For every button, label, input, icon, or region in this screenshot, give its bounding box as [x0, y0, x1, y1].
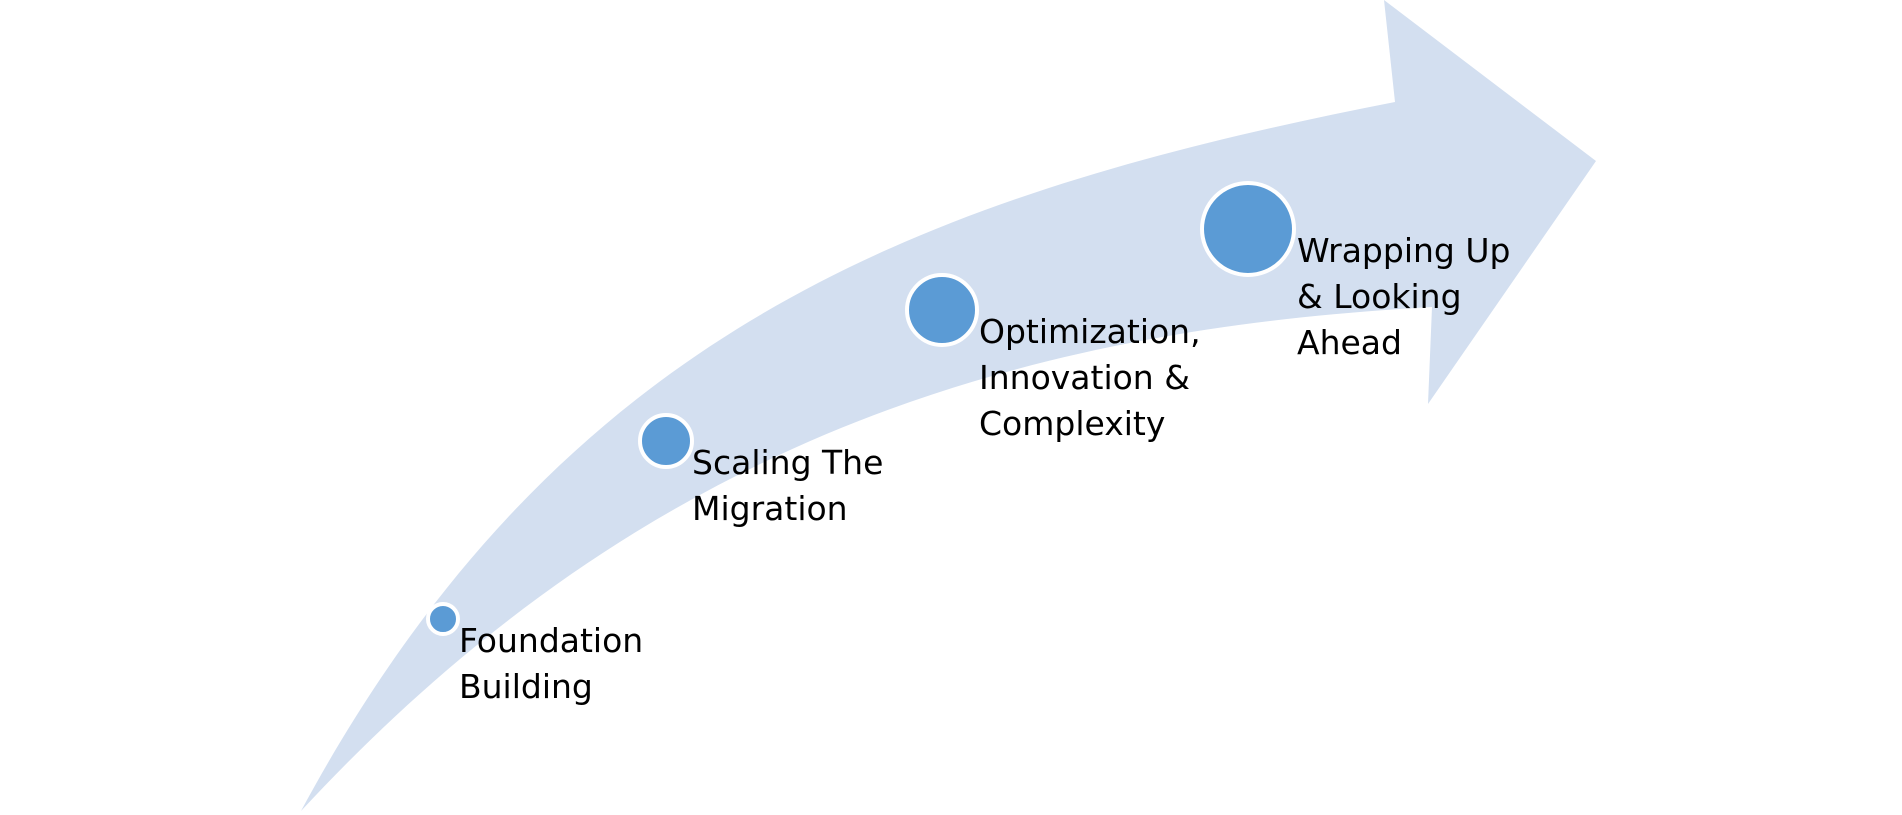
step-foundation-building: Foundation Building	[426, 602, 654, 706]
step-wrapping-up-looking-ahead: Wrapping Up & Looking Ahead	[1200, 181, 1521, 362]
step-label-line: Complexity	[979, 404, 1165, 443]
step-label: Scaling The Migration	[692, 443, 894, 528]
step-dot	[426, 602, 460, 636]
step-label: Wrapping Up & Looking Ahead	[1297, 231, 1521, 362]
step-label-line: Building	[459, 667, 593, 706]
step-label: Optimization, Innovation & Complexity	[979, 312, 1211, 443]
step-label-line: Foundation	[459, 621, 643, 660]
step-dot	[905, 273, 979, 347]
step-label-line: Migration	[692, 489, 848, 528]
step-optimization-innovation-complexity: Optimization, Innovation & Complexity	[905, 273, 1211, 443]
step-scaling-the-migration: Scaling The Migration	[638, 413, 894, 528]
step-label-line: Optimization,	[979, 312, 1201, 351]
step-label-line: & Looking	[1297, 277, 1462, 316]
step-dot	[638, 413, 694, 469]
step-label-line: Wrapping Up	[1297, 231, 1510, 270]
step-label-line: Innovation &	[979, 358, 1190, 397]
step-label-line: Ahead	[1297, 323, 1402, 362]
step-label: Foundation Building	[459, 621, 654, 706]
step-label-line: Scaling The	[692, 443, 883, 482]
step-dot	[1200, 181, 1296, 277]
